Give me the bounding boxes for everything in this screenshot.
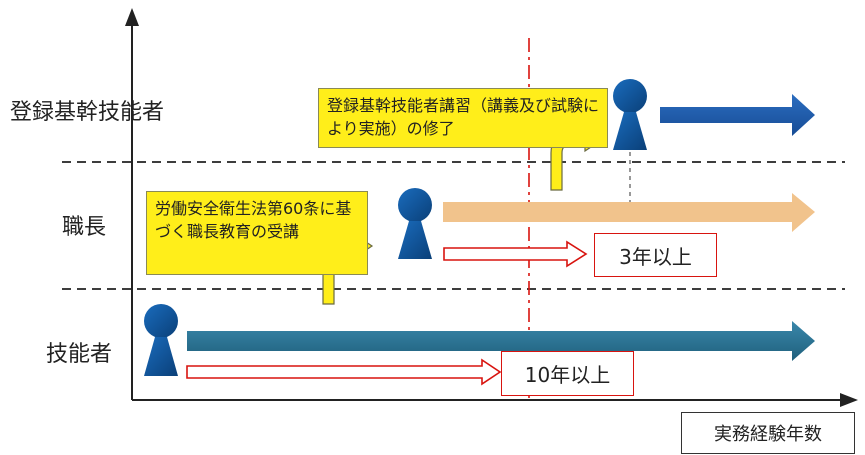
- foreman-years-badge: 3年以上: [594, 233, 717, 277]
- registered-course-note: 登録基幹技能者講習（講義及び試験により実施）の修了: [318, 88, 608, 148]
- row-label-registered: 登録基幹技能者: [10, 100, 165, 125]
- row-label-skilled: 技能者: [46, 342, 113, 367]
- foreman-training-note: 労働安全衛生法第60条に基づく職長教育の受講: [146, 191, 368, 275]
- y-axis-arrowhead: [125, 8, 139, 26]
- skilled-worker-person-icon: [144, 304, 178, 376]
- skilled-years-badge: 10年以上: [501, 351, 634, 396]
- x-axis-label: 実務経験年数: [681, 412, 855, 454]
- registered-career-arrow: [660, 94, 815, 136]
- x-axis-arrowhead: [840, 393, 858, 407]
- skilled-career-arrow: [187, 321, 815, 361]
- row-label-foreman: 職長: [62, 215, 107, 240]
- foreman-career-arrow: [443, 193, 815, 232]
- foreman-years-arrow: [443, 240, 588, 268]
- registered-engineer-person-icon: [613, 79, 647, 150]
- foreman-person-icon: [398, 188, 432, 259]
- skilled-years-arrow: [186, 358, 502, 386]
